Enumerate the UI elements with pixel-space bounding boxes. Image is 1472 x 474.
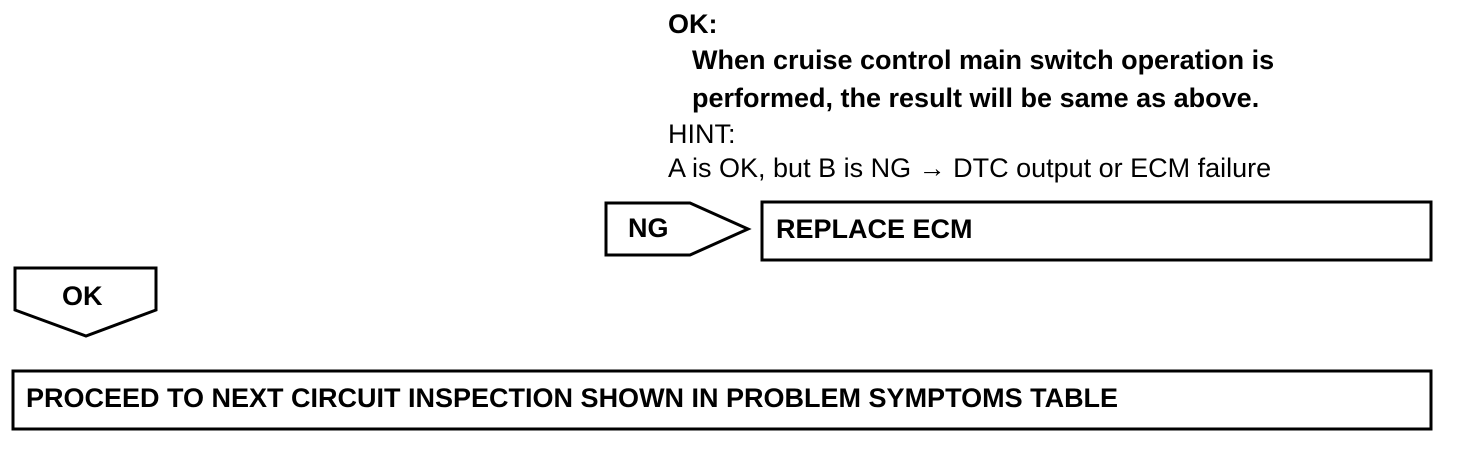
hint-text: A is OK, but B is NG → DTC output or ECM… [668, 153, 1272, 183]
ok-heading: OK: [668, 9, 718, 39]
ok-tag-label: OK [62, 281, 103, 311]
proceed-box [11, 369, 1433, 431]
ng-tag-label: NG [628, 213, 669, 243]
ok-criteria-line-1: When cruise control main switch operatio… [692, 45, 1275, 75]
ng-arrow-tag [604, 201, 752, 257]
ok-criteria-line-2: performed, the result will be same as ab… [692, 83, 1260, 113]
proceed-label: PROCEED TO NEXT CIRCUIT INSPECTION SHOWN… [26, 383, 1119, 413]
replace-ecm-box [760, 200, 1433, 262]
hint-heading: HINT: [668, 119, 736, 149]
ok-arrow-tag [13, 266, 158, 338]
replace-ecm-label: REPLACE ECM [776, 214, 973, 244]
